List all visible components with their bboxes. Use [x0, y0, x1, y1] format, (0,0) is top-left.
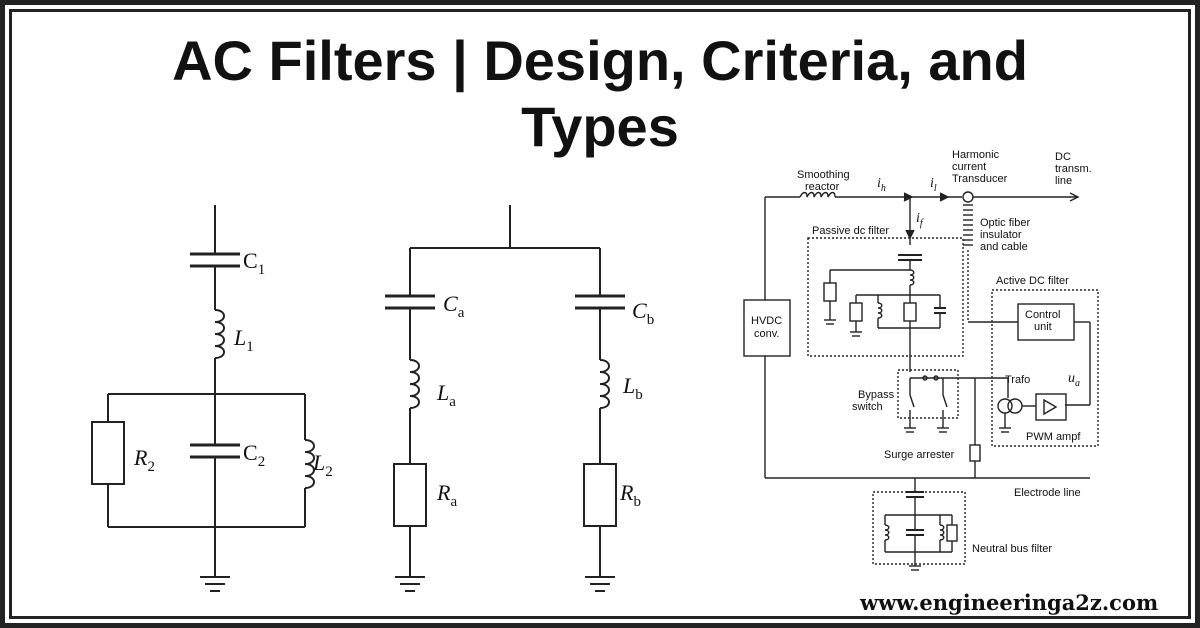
label-hvdc-conv: HVDC conv.: [751, 315, 785, 340]
title-line-2: Types: [521, 95, 679, 158]
label-lb: Lb: [622, 373, 643, 403]
label-harmonic-transducer: Harmonic current Transducer: [952, 149, 1008, 185]
label-bypass-switch: Bypass switch: [852, 389, 897, 413]
pwm-amplifier-icon: [1035, 393, 1067, 421]
label-dc-line: DC transm. line: [1055, 151, 1095, 187]
surge-arrester-icon: [969, 444, 981, 462]
label-ca: Ca: [443, 291, 465, 321]
circuit-left: [91, 205, 315, 592]
label-ih: ih: [877, 176, 886, 194]
ground-icon: [200, 576, 230, 592]
label-l1: L1: [233, 325, 254, 355]
neutral-bus-filter-box: [872, 491, 966, 565]
label-if: if: [916, 211, 924, 229]
ground-icon: [395, 576, 425, 592]
label-c1: C1: [243, 248, 265, 278]
label-c2: C2: [243, 440, 265, 470]
title-line-1: AC Filters | Design, Criteria, and: [172, 29, 1028, 92]
label-ua: ua: [1068, 371, 1080, 389]
circuit-right: [743, 191, 1099, 571]
active-filter-box: [991, 289, 1099, 447]
optic-fiber-icon: [963, 204, 973, 246]
circuit-middle: [385, 205, 625, 592]
label-rb: Rb: [619, 480, 641, 510]
label-smoothing-reactor: Smoothing reactor: [797, 169, 853, 193]
label-pwm-ampf: PWM ampf: [1026, 431, 1081, 443]
label-ra: Ra: [436, 480, 457, 510]
label-la: La: [436, 380, 456, 410]
label-trafo: Trafo: [1005, 374, 1030, 386]
label-active-filter: Active DC filter: [996, 275, 1069, 287]
transducer-icon: [962, 191, 974, 203]
label-surge-arrester: Surge arrester: [884, 449, 955, 461]
trafo-icon: [997, 398, 1023, 414]
website-url: www.engineeringa2z.com: [860, 590, 1159, 615]
label-cb: Cb: [632, 298, 654, 328]
inner-frame: [9, 9, 1191, 619]
hvdc-converter-box: [743, 299, 791, 357]
label-passive-filter: Passive dc filter: [812, 225, 889, 237]
label-r2: R2: [133, 445, 155, 475]
label-il: il: [930, 176, 937, 194]
label-neutral-bus-filter: Neutral bus filter: [972, 543, 1052, 555]
bypass-switch-box: [897, 369, 959, 419]
label-electrode-line: Electrode line: [1014, 487, 1081, 499]
page-title: AC Filters | Design, Criteria, and Types: [0, 28, 1200, 160]
label-l2: L2: [312, 450, 333, 480]
ground-icon: [585, 576, 615, 592]
label-control-unit: Control unit: [1025, 309, 1064, 333]
label-optic-fiber: Optic fiber insulator and cable: [980, 217, 1033, 253]
passive-filter-box: [807, 237, 964, 357]
